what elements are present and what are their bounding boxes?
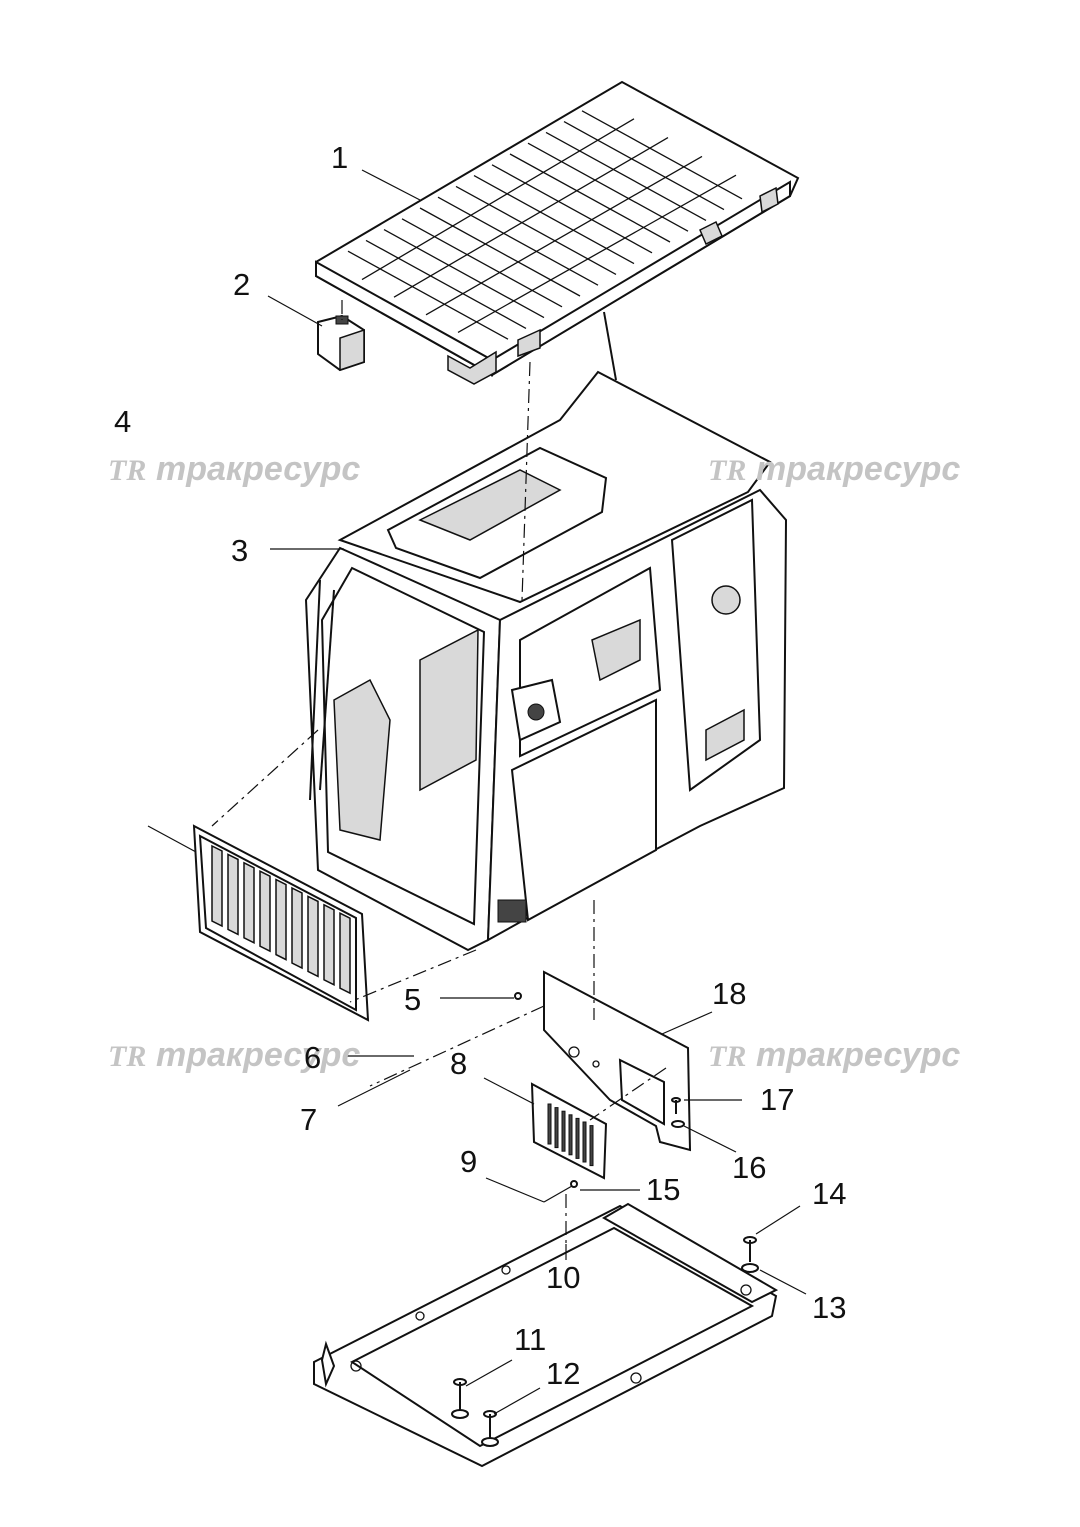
watermark-4: TR тракресурс — [708, 1036, 960, 1074]
roof-rail — [393, 137, 669, 298]
bolt-14 — [741, 1236, 759, 1273]
grille-bar — [307, 895, 319, 978]
bolt-11 — [451, 1378, 469, 1419]
washer-16 — [671, 1120, 685, 1128]
screw-15 — [570, 1180, 578, 1188]
watermark-3: TR тракресурс — [108, 1036, 360, 1074]
roof-rail — [457, 174, 737, 333]
watermark-1: TR тракресурс — [108, 450, 360, 488]
watermark-text: тракресурс — [156, 450, 360, 488]
callout-1: 1 — [331, 140, 348, 175]
callout-13: 13 — [812, 1290, 846, 1325]
roof-slat — [581, 110, 743, 200]
callout-15: 15 — [646, 1172, 680, 1207]
callout-11: 11 — [514, 1322, 546, 1357]
callout-3: 3 — [231, 533, 248, 568]
under-frame — [313, 1202, 779, 1468]
grille-bar — [243, 861, 255, 945]
louver-slot — [568, 1114, 573, 1156]
watermark-text: тракресурс — [756, 1036, 960, 1074]
louver-slot — [575, 1117, 580, 1159]
roof-slat — [437, 196, 599, 286]
bolt-12 — [481, 1410, 499, 1447]
roof-slat — [455, 185, 617, 275]
watermark-logo: TR — [708, 454, 746, 487]
grille-bar — [323, 903, 335, 987]
louvered-cover-plate — [530, 1082, 608, 1180]
leader-lines — [147, 169, 807, 1415]
callout-7: 7 — [300, 1102, 317, 1137]
louver-slot — [547, 1103, 552, 1145]
callout-labels: 1 2 3 4 5 6 7 8 9 10 11 12 13 14 15 16 1… — [114, 140, 846, 1391]
mount-block — [317, 314, 365, 372]
callout-4: 4 — [114, 404, 131, 439]
louver-slot — [554, 1107, 559, 1149]
screw-5 — [514, 992, 522, 1000]
roof-guard-grid — [315, 80, 800, 385]
callout-14: 14 — [812, 1176, 846, 1211]
callout-18: 18 — [712, 976, 746, 1011]
callout-16: 16 — [732, 1150, 766, 1185]
grille-bar — [211, 844, 223, 928]
roof-slat — [401, 218, 563, 308]
roof-slat — [419, 207, 581, 297]
grille-bar — [227, 853, 239, 936]
watermark-logo: TR — [708, 1040, 746, 1073]
callout-6: 6 — [304, 1040, 321, 1075]
callout-10: 10 — [546, 1260, 580, 1295]
roof-slat — [527, 142, 689, 232]
callout-2: 2 — [233, 267, 250, 302]
operator-cab — [304, 311, 788, 952]
grille-bar — [291, 886, 303, 970]
watermark-text: тракресурс — [756, 450, 960, 488]
callout-8: 8 — [450, 1046, 467, 1081]
louver-slot — [589, 1125, 594, 1167]
watermark-text: тракресурс — [156, 1036, 360, 1074]
roof-slat — [473, 175, 635, 265]
roof-rail — [361, 118, 635, 281]
roof-slat — [563, 121, 725, 211]
roof-slat — [347, 250, 509, 340]
grille-bar — [259, 869, 271, 953]
louver-slot — [561, 1110, 566, 1152]
callout-9: 9 — [460, 1144, 477, 1179]
grille-bar — [275, 878, 287, 961]
roof-slat — [365, 239, 527, 329]
front-guard-grille — [192, 824, 370, 1022]
assembly-lines — [211, 300, 667, 1244]
roof-slat — [383, 229, 545, 319]
grille-bar — [339, 911, 351, 995]
watermark-2: TR тракресурс — [708, 450, 960, 488]
floor-plate — [543, 970, 692, 1152]
roof-slat — [545, 131, 707, 221]
watermark-logo: TR — [108, 1040, 146, 1073]
callout-17: 17 — [760, 1082, 794, 1117]
roof-rail — [425, 155, 703, 316]
callout-5: 5 — [404, 982, 421, 1017]
watermark-logo: TR — [108, 454, 146, 487]
louver-slot — [582, 1121, 587, 1163]
callout-12: 12 — [546, 1356, 580, 1391]
bolt-17 — [671, 1097, 681, 1114]
